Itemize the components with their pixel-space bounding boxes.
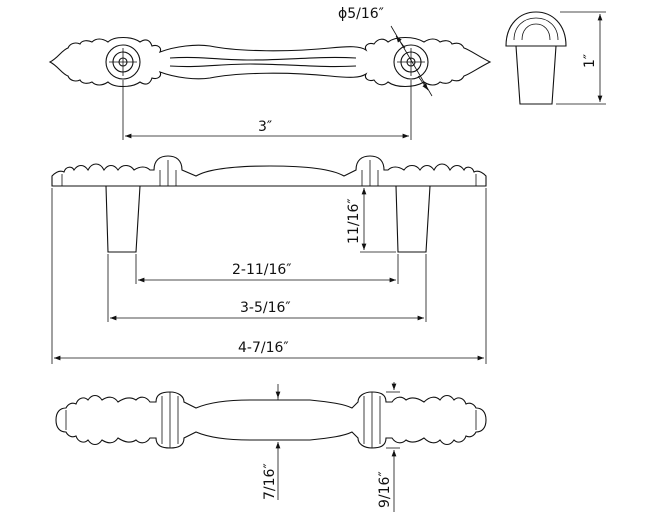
overall-length-label: 4-7/16″ — [238, 340, 289, 356]
right-boss-outer — [393, 44, 429, 80]
end-view-cap — [505, 11, 567, 47]
front-view-profile — [51, 155, 487, 187]
top-view-outline — [48, 36, 492, 88]
grip-outline-inner — [169, 56, 357, 68]
end-view-ring-2 — [521, 23, 551, 41]
bottom-view-outline — [55, 391, 487, 449]
end-view-ring-1 — [513, 17, 559, 41]
outer-span-label: 3-5/16″ — [240, 300, 291, 316]
hole-diameter-arrow-top — [395, 35, 406, 49]
top-view: ϕ5/16″ 3″ — [48, 6, 492, 140]
hole-diameter-label: ϕ5/16″ — [338, 6, 384, 22]
right-leg — [395, 185, 431, 253]
inner-span-label: 2-11/16″ — [232, 262, 292, 278]
hole-diameter-arrow-bottom — [417, 75, 429, 91]
left-boss-outer — [105, 44, 141, 80]
collar-width-label: 9/16″ — [377, 471, 393, 508]
leg-height-label: 11/16″ — [346, 198, 362, 244]
bottom-view: 7/16″ 9/16″ — [55, 382, 487, 512]
c2c-label: 3″ — [258, 119, 272, 135]
grip-width-label: 7/16″ — [262, 463, 278, 500]
left-leg — [105, 185, 141, 253]
end-view: 1″ — [505, 11, 606, 105]
front-view: 11/16″ 2-11/16″ 3-5/16″ 4-7/16″ — [51, 155, 487, 364]
end-view-leg — [515, 45, 557, 105]
height-label: 1″ — [582, 54, 598, 68]
